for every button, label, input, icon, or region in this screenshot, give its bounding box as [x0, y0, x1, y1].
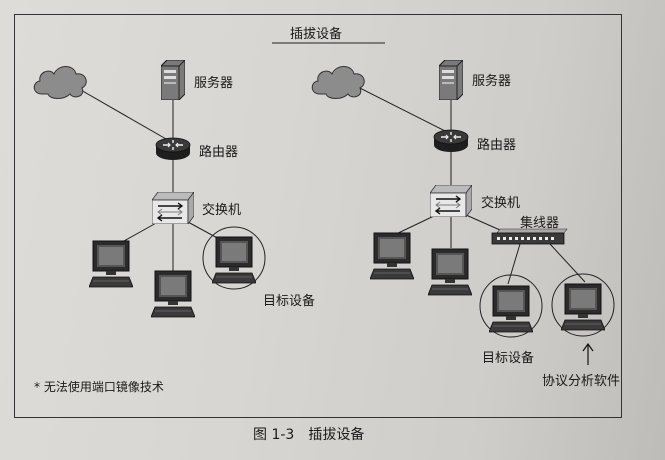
target-computer-icon [212, 236, 256, 284]
router-icon [155, 137, 191, 161]
switch-icon [430, 185, 472, 217]
computer-icon [151, 270, 195, 318]
left-server-label: 服务器 [194, 76, 234, 91]
internet-cloud-icon [33, 66, 87, 99]
analyzer-computer-icon [561, 283, 605, 331]
right-hub-label: 集线器 [520, 216, 560, 231]
left-target-label: 目标设备 [263, 294, 316, 309]
figure-caption: 图 1-3 插拔设备 [253, 427, 365, 443]
figure-title: 插拔设备 [290, 27, 343, 42]
switch-icon [152, 192, 194, 224]
arrow-up-icon [582, 342, 594, 365]
analyzer-highlight-circle [551, 273, 615, 337]
right-target-label: 目标设备 [482, 351, 535, 366]
computer-icon [89, 240, 133, 288]
right-router-label: 路由器 [477, 138, 517, 153]
footnote: * 无法使用端口镜像技术 [34, 380, 164, 394]
right-switch-label: 交换机 [481, 196, 521, 211]
left-links [59, 77, 233, 276]
target-highlight-circle [479, 274, 543, 338]
server-icon [439, 60, 463, 100]
figure-frame [14, 14, 622, 418]
router-icon [433, 129, 469, 153]
hub-icon [491, 228, 568, 245]
right-analyzer-label: 协议分析软件 [542, 374, 621, 389]
computer-icon [370, 232, 414, 280]
target-highlight-circle [202, 226, 266, 290]
left-switch-label: 交换机 [202, 203, 242, 218]
computer-icon [428, 248, 472, 296]
target-computer-icon [489, 285, 533, 333]
right-server-label: 服务器 [472, 74, 512, 89]
server-icon [161, 60, 185, 100]
left-router-label: 路由器 [199, 145, 239, 160]
internet-cloud-icon [311, 66, 365, 99]
